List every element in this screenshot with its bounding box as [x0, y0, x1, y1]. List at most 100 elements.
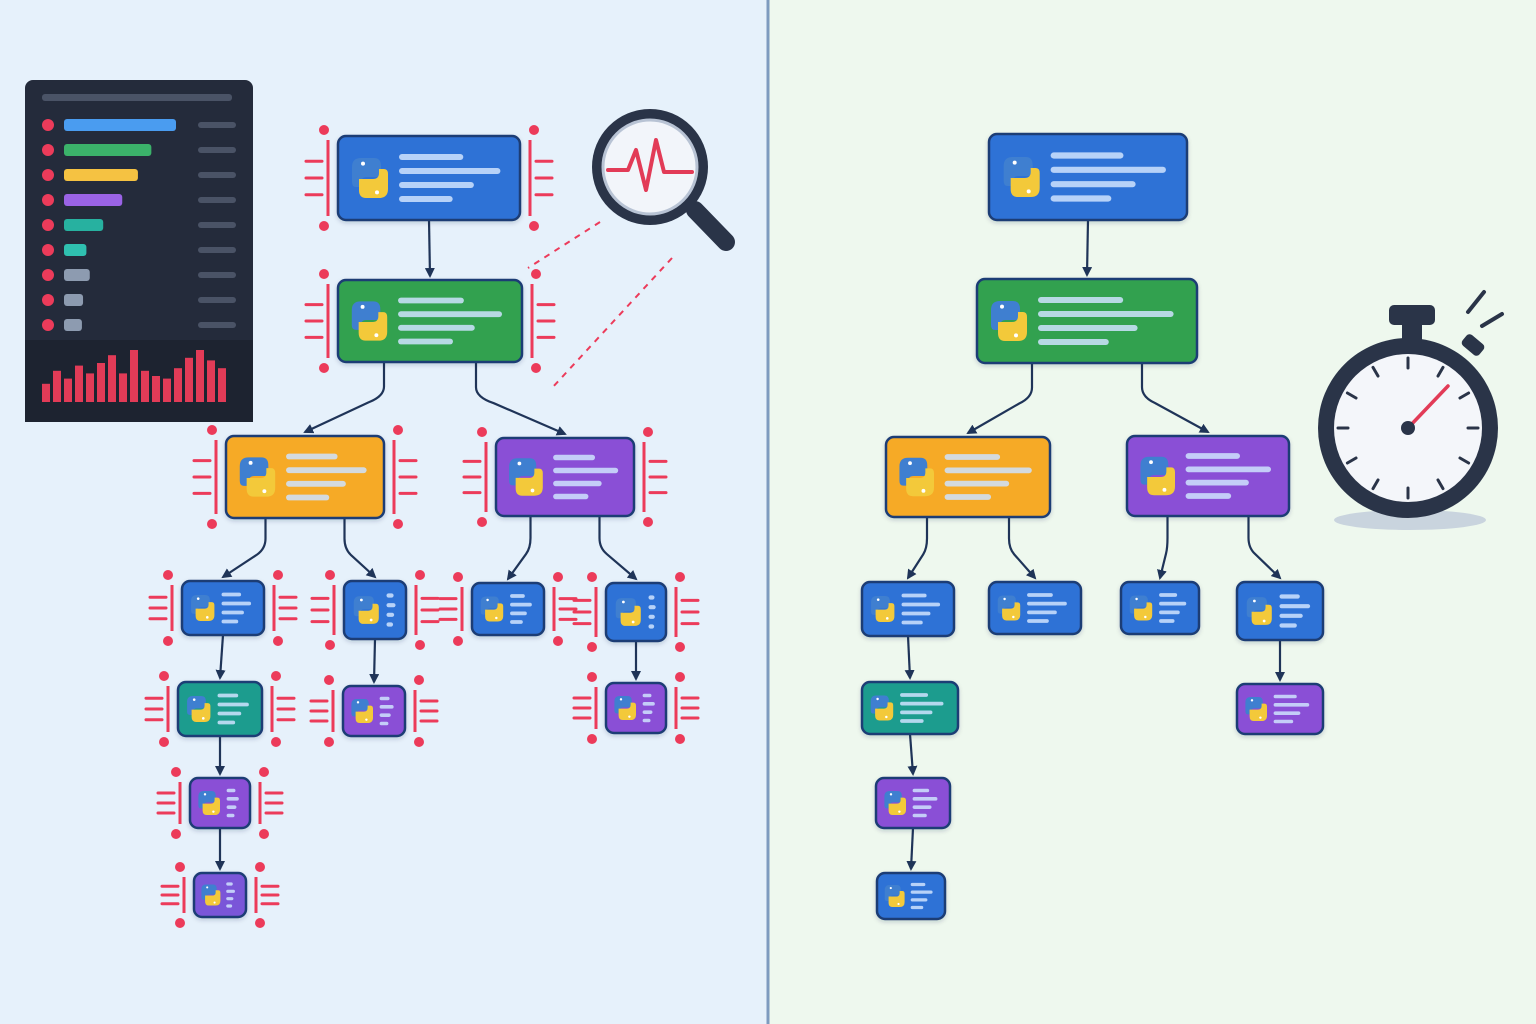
- python-logo-yellow-half: [618, 702, 636, 720]
- function-node-a1c: [875, 871, 947, 921]
- stopwatch-stem: [1402, 322, 1422, 340]
- trace-row-bar: [64, 269, 90, 281]
- probe-dot: [163, 636, 173, 646]
- trace-histogram-bar: [163, 378, 171, 402]
- heartbeat-line: [606, 138, 694, 192]
- python-logo-eye: [885, 617, 889, 620]
- probe-dot: [319, 125, 329, 135]
- trace-row-dot: [42, 144, 54, 156]
- stopwatch-tick: [1345, 456, 1358, 465]
- python-logo-yellow-half: [205, 890, 221, 906]
- python-logo-eye: [495, 616, 498, 620]
- node-box: [987, 132, 1189, 222]
- trace-row-dot: [42, 244, 54, 256]
- python-logo-eye: [262, 489, 267, 494]
- function-node-a2: [987, 580, 1083, 636]
- probe-dot: [414, 675, 424, 685]
- trace-histogram-bar: [97, 363, 105, 402]
- call-edge: [424, 219, 435, 278]
- call-edge: [1007, 517, 1037, 580]
- python-logo-yellow-half: [620, 605, 641, 626]
- call-edge: [906, 827, 917, 871]
- python-logo-eye: [889, 793, 893, 796]
- stopwatch-pivot: [1401, 421, 1415, 435]
- python-logo-icon: [187, 696, 211, 722]
- probe-dot: [325, 570, 335, 580]
- stopwatch-tick: [1345, 391, 1358, 400]
- python-logo-eye: [876, 598, 880, 601]
- python-logo-eye: [1262, 619, 1266, 623]
- call-edge: [303, 362, 386, 434]
- call-edge: [1082, 219, 1093, 277]
- python-logo-eye: [375, 190, 379, 195]
- function-node-a1b: [156, 767, 284, 839]
- node-box: [1119, 580, 1201, 636]
- python-logo-yellow-half: [1251, 604, 1272, 625]
- function-node-a1: [860, 580, 956, 638]
- trace-histogram-bar: [42, 383, 50, 402]
- python-logo-eye: [622, 600, 625, 604]
- python-logo-yellow-half: [888, 891, 905, 908]
- stopwatch-side-button: [1461, 334, 1485, 356]
- python-logo-eye: [356, 701, 360, 704]
- trace-row-value: [198, 197, 236, 203]
- node-box: [860, 680, 960, 736]
- python-logo-icon: [353, 596, 379, 624]
- python-logo-yellow-half: [875, 702, 894, 721]
- probe-dot: [553, 636, 563, 646]
- python-logo-yellow-half: [1249, 703, 1267, 721]
- magnifier-handle: [686, 201, 735, 251]
- trace-row-value: [198, 272, 236, 278]
- right-tree-edges: [904, 219, 1285, 871]
- python-logo-eye: [1012, 160, 1017, 165]
- trace-row-dot: [42, 294, 54, 306]
- function-node-a: [884, 435, 1052, 519]
- trace-histogram-bar: [185, 357, 193, 402]
- python-logo-eye: [1003, 597, 1006, 601]
- call-edge: [215, 634, 226, 680]
- trace-row-value: [198, 247, 236, 253]
- python-logo-eye: [361, 161, 365, 166]
- trace-row-bar: [64, 119, 176, 131]
- probe-dot: [675, 672, 685, 682]
- python-logo-eye: [369, 618, 373, 622]
- profiler-trace-panel: [25, 80, 253, 422]
- python-logo-yellow-half: [202, 797, 220, 815]
- stopwatch-shadow: [1334, 510, 1486, 530]
- python-logo-icon: [480, 596, 504, 622]
- trace-panel-body: [25, 80, 253, 422]
- python-logo-icon: [1246, 597, 1272, 625]
- function-node-mid: [304, 269, 556, 373]
- call-edge: [221, 518, 267, 579]
- function-node-a1b: [874, 776, 952, 830]
- function-node-mid: [975, 277, 1199, 365]
- trace-row-value: [198, 147, 236, 153]
- python-logo-icon: [870, 695, 894, 721]
- profiler-connector: [527, 221, 601, 269]
- node-box: [1125, 434, 1291, 518]
- trace-histogram-bar: [53, 370, 61, 402]
- probe-dot: [393, 519, 403, 529]
- function-node-b: [462, 427, 668, 527]
- python-logo-yellow-half: [358, 603, 379, 624]
- trace-row-bar: [64, 294, 84, 306]
- python-logo-yellow-half: [875, 603, 895, 622]
- call-edge: [474, 362, 567, 436]
- trace-histogram-bar: [86, 373, 94, 402]
- python-logo-icon: [351, 301, 388, 341]
- stopwatch-motion-mark: [1480, 312, 1504, 328]
- python-logo-eye: [365, 718, 368, 721]
- probe-dot: [414, 737, 424, 747]
- probe-dot: [643, 427, 653, 437]
- trace-histogram-bar: [207, 360, 215, 402]
- python-logo-yellow-half: [358, 312, 388, 341]
- stopwatch-tick: [1371, 478, 1380, 491]
- python-logo-icon: [871, 596, 895, 622]
- function-node-b2: [1235, 580, 1325, 642]
- python-logo-yellow-half: [355, 705, 373, 723]
- probe-dot: [159, 671, 169, 681]
- node-box: [176, 680, 264, 738]
- python-logo-eye: [201, 717, 205, 720]
- trace-row-value: [198, 222, 236, 228]
- node-box: [1235, 580, 1325, 642]
